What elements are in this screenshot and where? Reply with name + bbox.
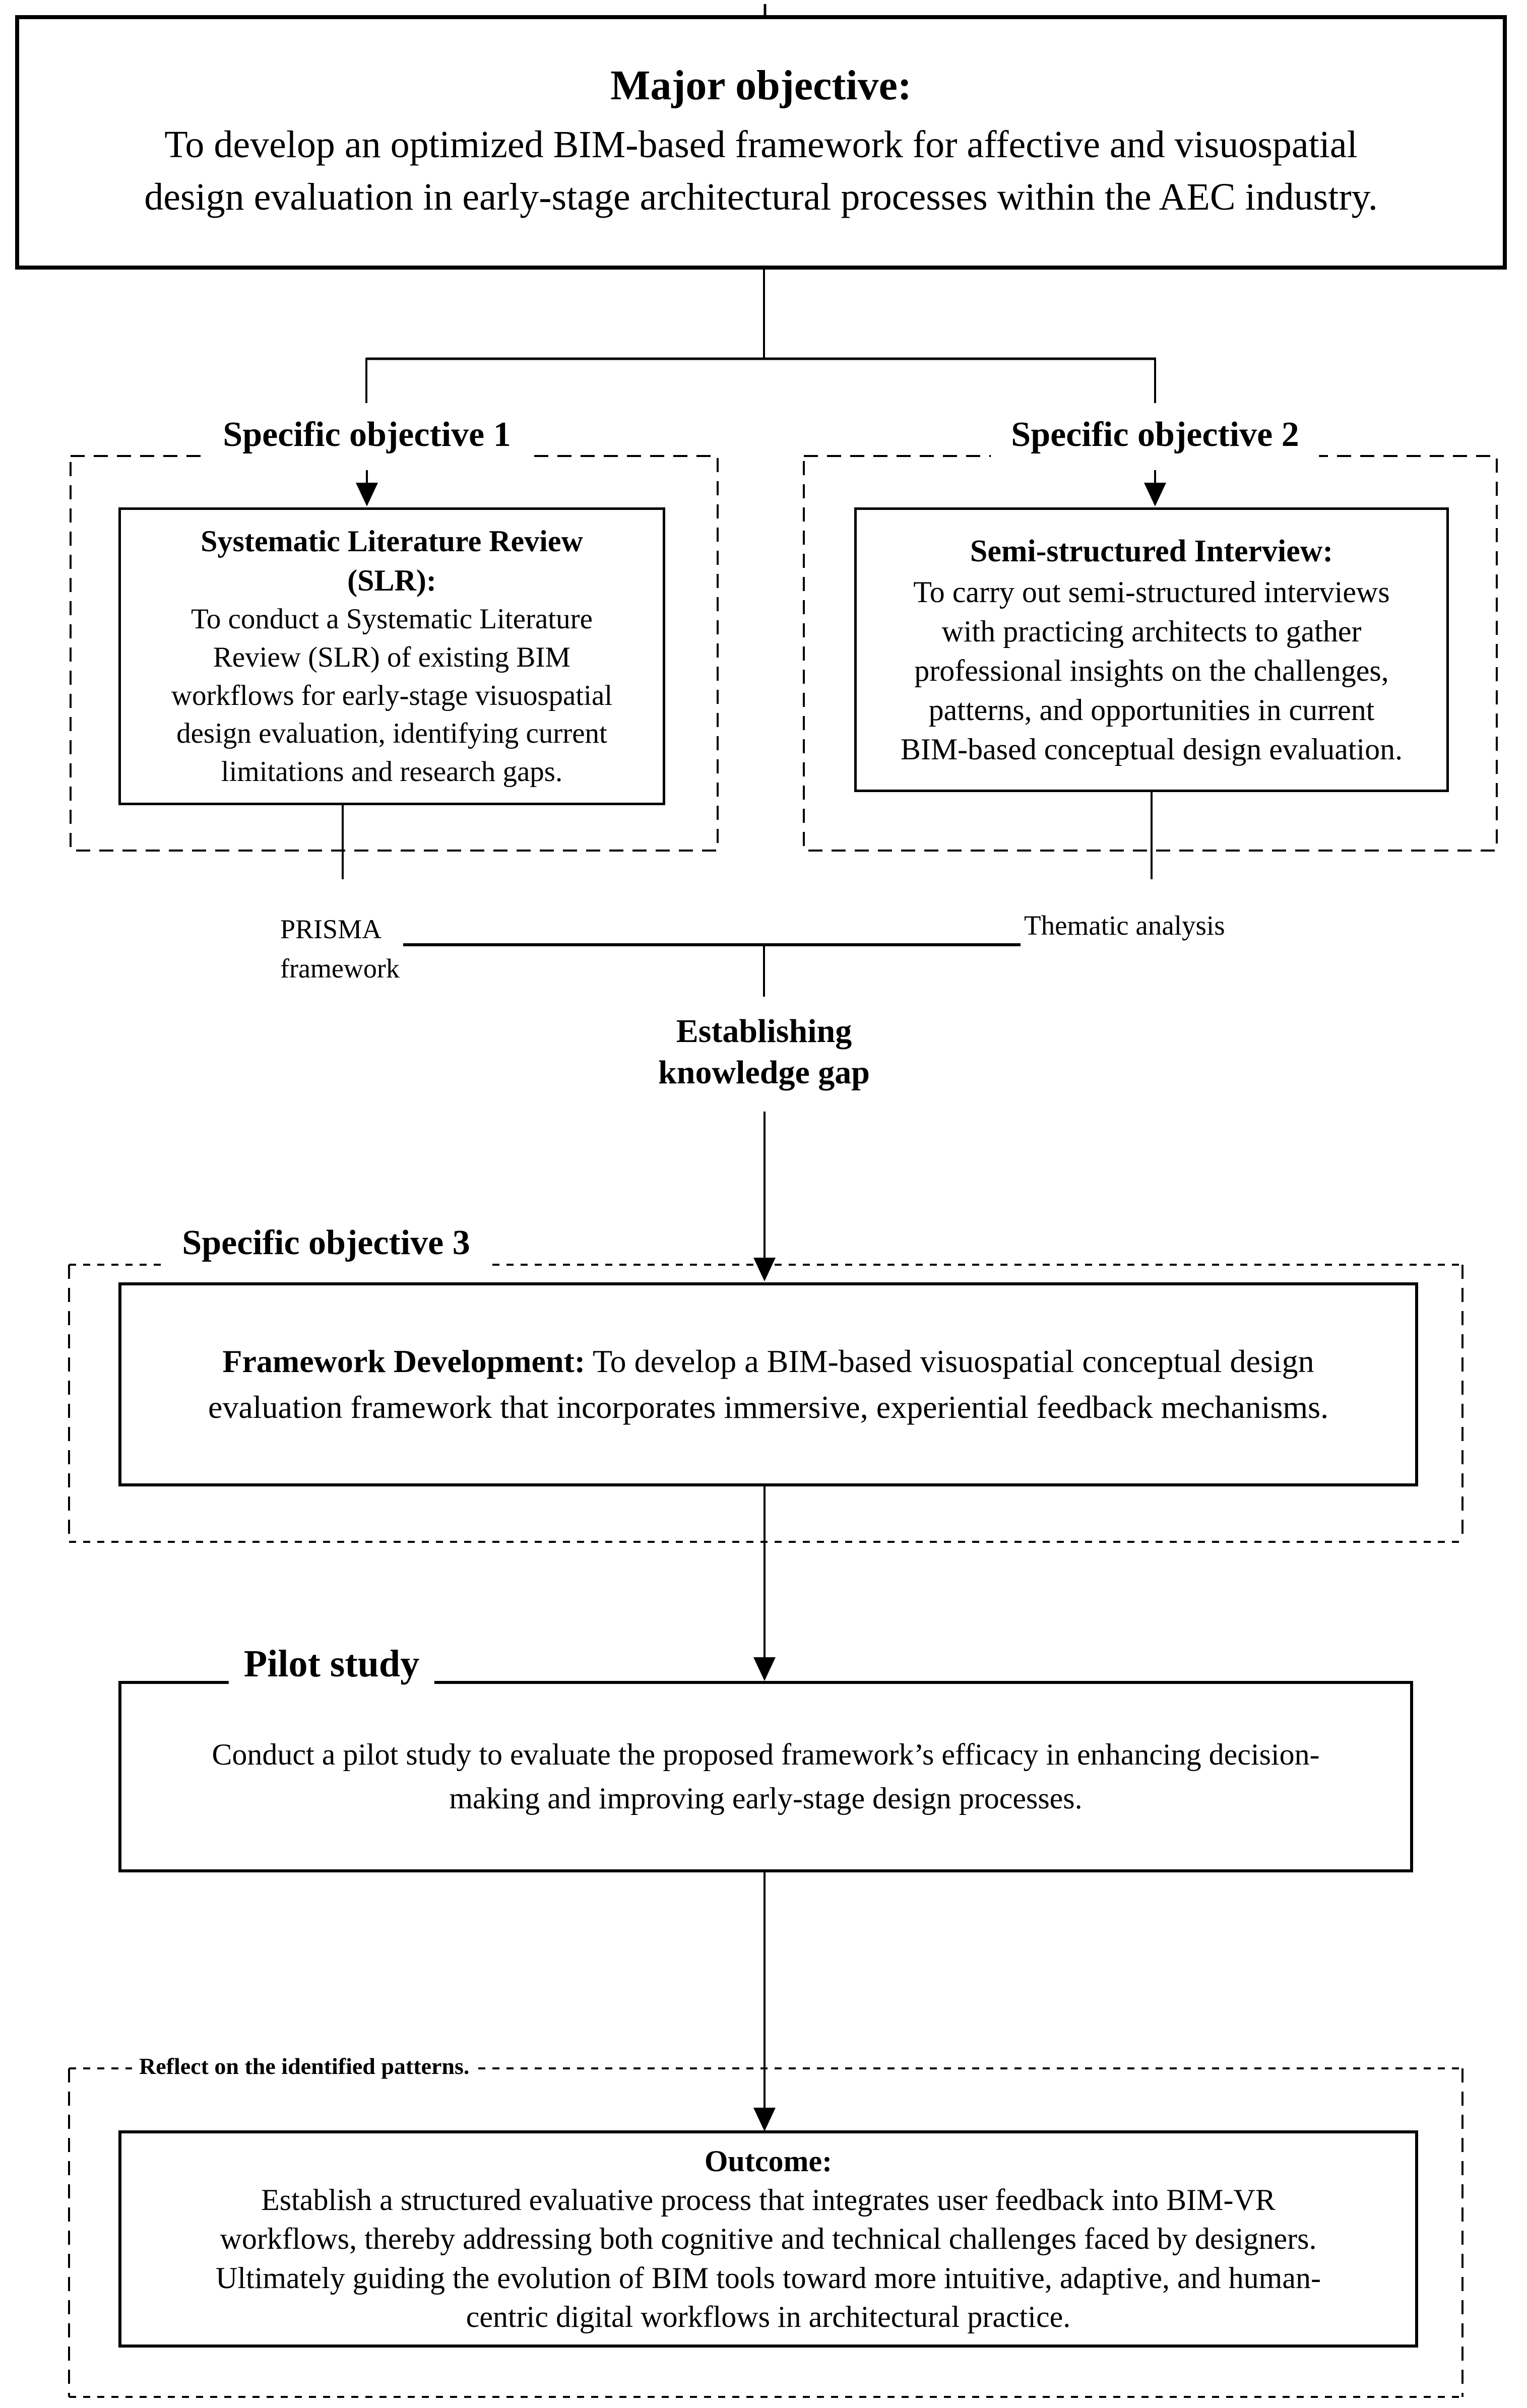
knowledge-gap-label: Establishing knowledge gap [658,1013,870,1091]
specific-objective-2-heading: Specific objective 2 [991,414,1319,461]
reflect-patterns-label: Reflect on the identified patterns. [132,2052,477,2081]
major-objective-title: Major objective: [610,61,912,109]
pilot-study-box: Conduct a pilot study to evaluate the pr… [118,1681,1413,1872]
outcome-box: Outcome: Establish a structured evaluati… [118,2130,1418,2348]
framework-development-lead: Framework Development: [222,1343,586,1379]
slr-box-text: To conduct a Systematic Literature Revie… [171,603,613,788]
specific-objective-1-heading: Specific objective 1 [203,414,531,461]
interview-box-title: Semi-structured Interview: [970,534,1333,568]
pilot-study-heading: Pilot study [228,1642,435,1689]
framework-development-text: Framework Development: To develop a BIM-… [208,1343,1329,1425]
arrow-into-objective1 [356,470,378,506]
prisma-framework-label: PRISMA framework [280,914,400,984]
objective1-dashed-box [70,455,719,852]
arrow-into-outcome [753,1872,776,2131]
framework-development-box: Framework Development: To develop a BIM-… [118,1282,1418,1486]
objective2-dashed-box [803,455,1498,852]
thematic-analysis-label: Thematic analysis [1024,910,1225,941]
slr-box: Systematic Literature Review (SLR): To c… [118,507,665,805]
major-objective-box: Major objective: To develop an optimized… [15,15,1507,270]
outcome-box-title: Outcome: [704,2144,833,2178]
slr-box-title: Systematic Literature Review (SLR): [201,525,583,597]
interview-box-text: To carry out semi-structured interviews … [900,575,1403,766]
interview-box: Semi-structured Interview: To carry out … [854,507,1449,792]
pilot-study-text: Conduct a pilot study to evaluate the pr… [212,1738,1320,1815]
arrow-into-objective2 [1144,470,1166,506]
outcome-box-text: Establish a structured evaluative proces… [216,2183,1321,2333]
major-objective-text: To develop an optimized BIM-based framew… [144,123,1378,218]
arrow-into-objective3 [753,1112,776,1281]
arrow-into-pilot [753,1486,776,1681]
specific-objective-3-heading: Specific objective 3 [162,1222,490,1269]
